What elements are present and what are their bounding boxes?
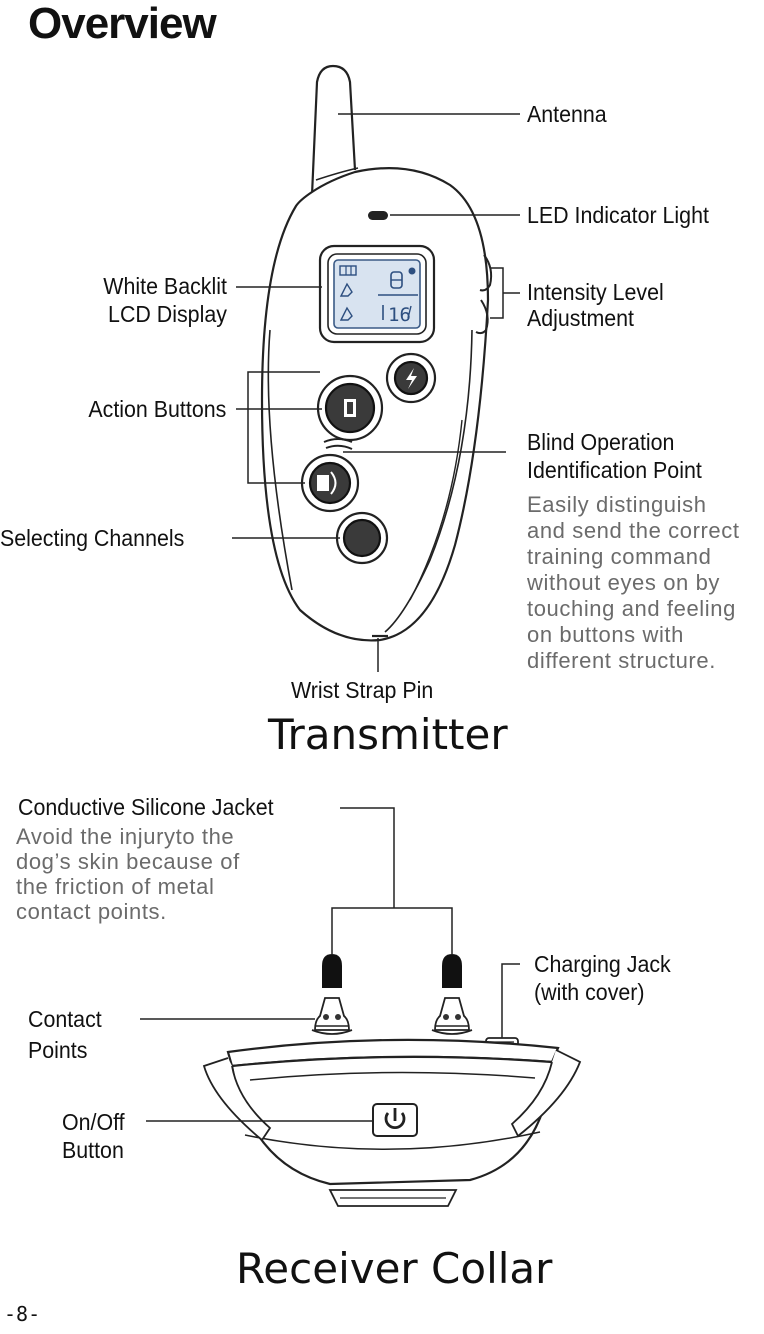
- led-indicator: [368, 211, 388, 220]
- left-contact-point: [311, 954, 353, 1035]
- label-intensity-adjustment: Intensity Level Adjustment: [527, 279, 664, 331]
- heading-receiver-collar: Receiver Collar: [236, 1244, 553, 1293]
- label-contact-points: Contact Points: [28, 1006, 102, 1063]
- transmitter-illustration: [260, 64, 493, 642]
- receiver-collar-illustration: [202, 954, 582, 1207]
- vibration-button: [316, 374, 384, 442]
- power-icon: [384, 1108, 406, 1129]
- right-contact-point: [431, 954, 473, 1035]
- label-wrist-strap-pin: Wrist Strap Pin: [291, 677, 434, 703]
- label-action-buttons: Action Buttons: [88, 396, 226, 422]
- page-number: -8-: [4, 1302, 41, 1326]
- label-selecting-channels: Selecting Channels: [0, 525, 185, 551]
- beep-icon: [317, 475, 329, 491]
- heading-transmitter: Transmitter: [268, 710, 508, 759]
- receiver-leader-lines: [140, 807, 520, 1122]
- intensity-down-button: [475, 299, 489, 335]
- lcd-screen: [333, 259, 421, 329]
- label-silicone-jacket: Conductive Silicone Jacket: [18, 794, 274, 820]
- battery-icon: [339, 265, 357, 276]
- label-lcd-display: White Backlit LCD Display: [103, 273, 227, 327]
- label-blind-operation: Blind Operation Identification Point: [527, 429, 702, 483]
- silicone-jacket-note: Avoid the injuryto the dog’s skin becaus…: [16, 824, 240, 924]
- dog-icon: [339, 282, 353, 297]
- label-led-indicator: LED Indicator Light: [527, 202, 709, 228]
- label-antenna: Antenna: [527, 101, 607, 127]
- intensity-up-button: [479, 254, 493, 292]
- antenna: [310, 64, 357, 196]
- page-title: Overview: [28, 0, 217, 48]
- lcd-readout: 16: [388, 304, 411, 326]
- lightning-icon: [406, 368, 417, 389]
- transmitter-leader-lines: [232, 113, 520, 672]
- lightning-button: [385, 352, 437, 404]
- blind-operation-point: [323, 438, 353, 450]
- label-onoff-button: On/Off Button: [62, 1109, 125, 1163]
- power-button: [372, 1103, 418, 1137]
- beep-button: [300, 453, 360, 513]
- label-charging-jack: Charging Jack (with cover): [534, 951, 671, 1005]
- channel-button: [335, 511, 389, 565]
- blind-operation-note: Easily distinguish and send the correct …: [527, 492, 740, 673]
